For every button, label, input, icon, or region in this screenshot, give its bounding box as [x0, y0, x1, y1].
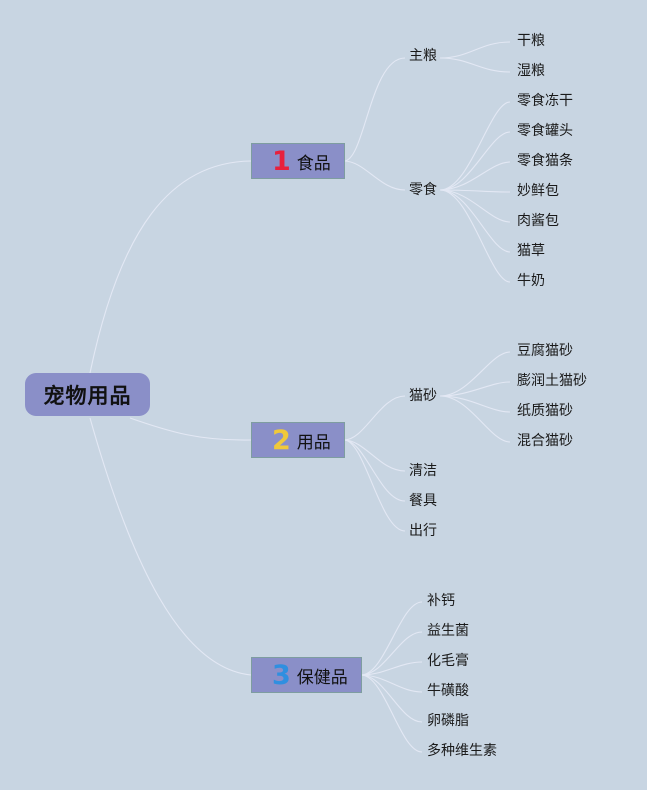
leaf-node[interactable]: 豆腐猫砂	[517, 343, 573, 359]
leaf-node[interactable]: 零食罐头	[517, 123, 573, 139]
group-node-travel[interactable]: 出行	[409, 523, 437, 539]
category-node-food[interactable]: 1 食品	[251, 143, 345, 179]
leaf-node[interactable]: 肉酱包	[517, 213, 559, 229]
group-node-litter[interactable]: 猫砂	[409, 388, 437, 404]
leaf-node[interactable]: 零食猫条	[517, 153, 573, 169]
group-node-tableware[interactable]: 餐具	[409, 493, 437, 509]
category-number-1: 1	[272, 145, 291, 177]
group-node-snacks[interactable]: 零食	[409, 182, 437, 198]
leaf-node[interactable]: 补钙	[427, 593, 455, 609]
leaf-node[interactable]: 牛奶	[517, 273, 545, 289]
category-node-health[interactable]: 3 保健品	[251, 657, 362, 693]
category-number-2: 2	[272, 424, 291, 456]
leaf-node[interactable]: 猫草	[517, 243, 545, 259]
category-number-3: 3	[272, 659, 291, 691]
category-node-supplies[interactable]: 2 用品	[251, 422, 345, 458]
leaf-node[interactable]: 牛磺酸	[427, 683, 469, 699]
leaf-node[interactable]: 膨润土猫砂	[517, 373, 587, 389]
leaf-node[interactable]: 纸质猫砂	[517, 403, 573, 419]
root-node[interactable]: 宠物用品	[25, 373, 150, 416]
leaf-node[interactable]: 妙鲜包	[517, 183, 559, 199]
group-node-cleaning[interactable]: 清洁	[409, 463, 437, 479]
category-label: 保健品	[296, 667, 348, 688]
leaf-node[interactable]: 湿粮	[517, 63, 545, 79]
leaf-node[interactable]: 化毛膏	[427, 653, 469, 669]
leaf-node[interactable]: 益生菌	[427, 623, 469, 639]
leaf-node[interactable]: 干粮	[517, 33, 545, 49]
category-label: 食品	[296, 153, 331, 174]
category-label: 用品	[296, 432, 331, 453]
group-node-staple[interactable]: 主粮	[409, 48, 437, 64]
leaf-node[interactable]: 混合猫砂	[517, 433, 573, 449]
leaf-node[interactable]: 卵磷脂	[427, 713, 469, 729]
leaf-node[interactable]: 多种维生素	[427, 743, 497, 759]
leaf-node[interactable]: 零食冻干	[517, 93, 573, 109]
